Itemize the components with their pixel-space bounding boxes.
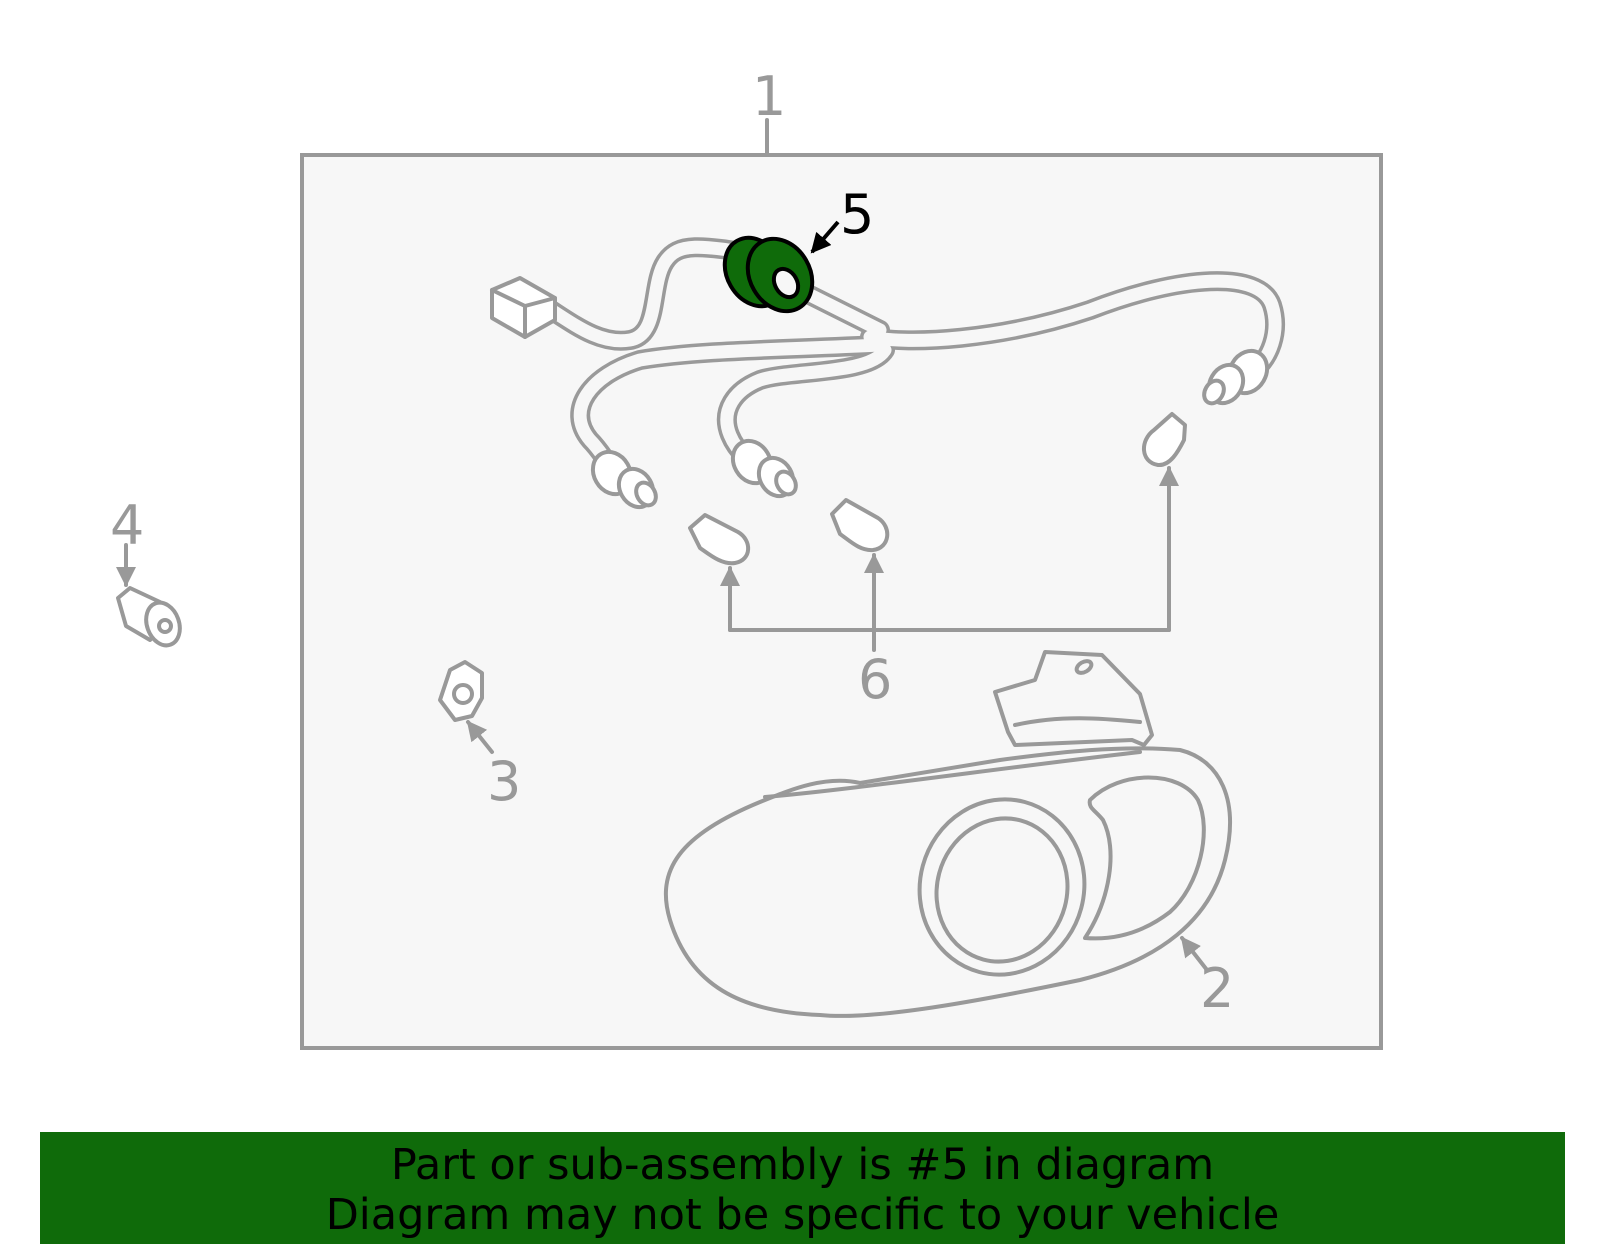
callout-3-arrow xyxy=(466,720,494,754)
screw xyxy=(116,586,182,648)
nut xyxy=(438,660,484,722)
bulb-socket-left xyxy=(590,449,658,510)
grommet-highlighted xyxy=(722,235,815,314)
callout-2: 2 xyxy=(1200,957,1234,1020)
info-banner: Part or sub-assembly is #5 in diagram Di… xyxy=(40,1132,1565,1244)
bulb-3 xyxy=(1142,412,1187,467)
callout-1: 1 xyxy=(752,65,786,128)
banner-line-1: Part or sub-assembly is #5 in diagram xyxy=(390,1140,1215,1190)
callout-6: 6 xyxy=(858,648,892,711)
bulb-2 xyxy=(830,498,890,553)
callout-5: 5 xyxy=(840,183,874,246)
callout-3: 3 xyxy=(487,750,521,813)
banner-line-2: Diagram may not be specific to your vehi… xyxy=(325,1190,1280,1240)
callout-6-leaders xyxy=(720,466,1179,652)
bulb-socket-right xyxy=(1202,348,1270,406)
lamp-housing xyxy=(664,650,1232,1018)
callout-4: 4 xyxy=(110,494,144,557)
bulb-1 xyxy=(688,513,751,566)
callout-5-arrow xyxy=(810,220,840,254)
bulb-socket-center xyxy=(730,438,798,499)
callout-2-arrow xyxy=(1180,936,1209,972)
